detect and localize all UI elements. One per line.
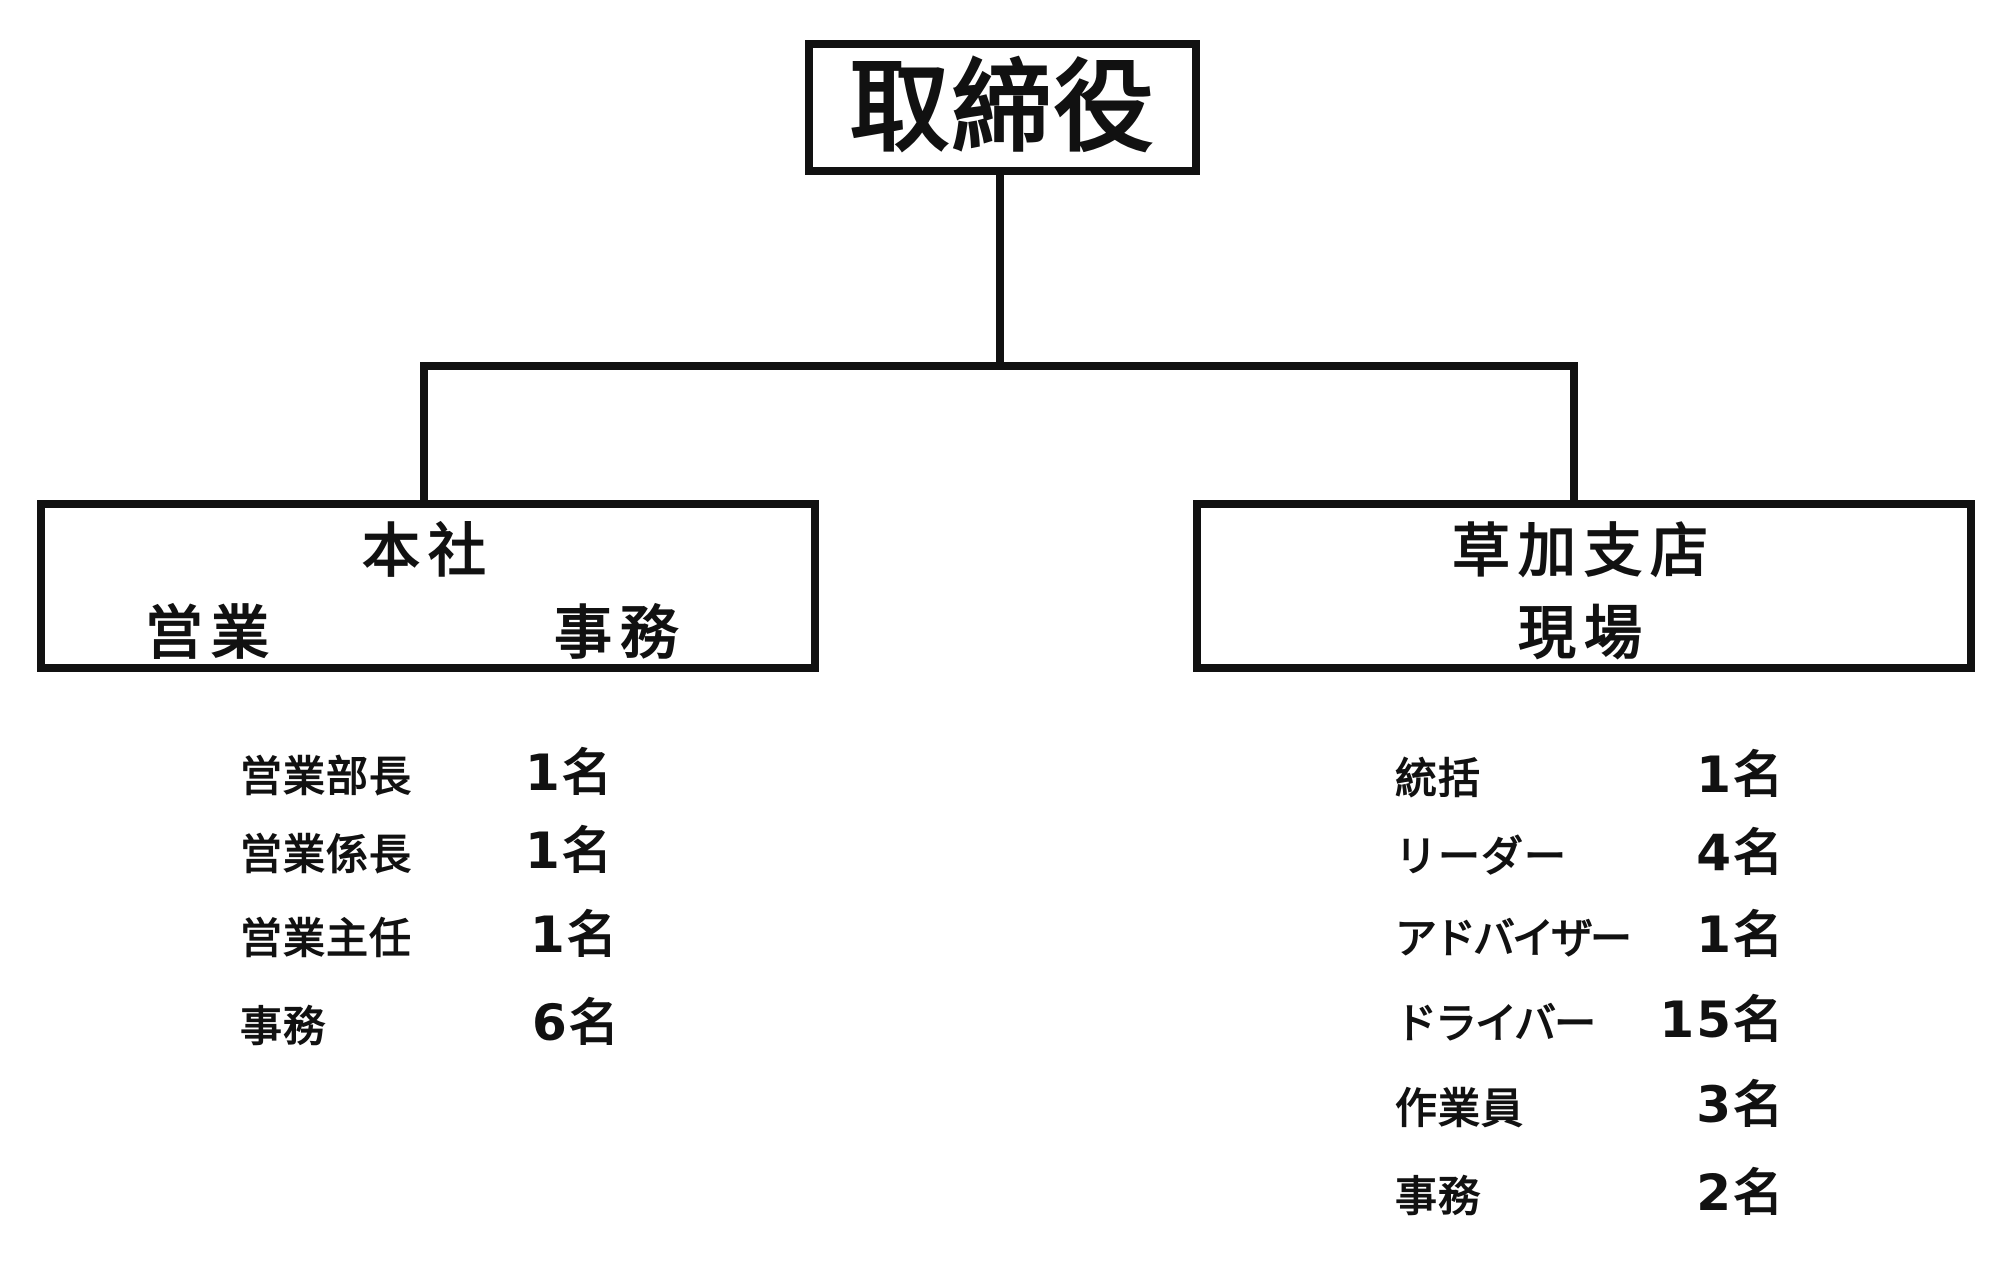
department-sales: 営業	[145, 599, 278, 667]
roster-count: 1名	[1696, 746, 1785, 804]
roster-row: リーダー 4名	[1395, 828, 1955, 898]
roster-role: 営業主任	[240, 914, 413, 963]
roster-count: 1名	[530, 906, 619, 964]
roster-row: 事務 2名	[1395, 1168, 1955, 1238]
roster-row: ドライバー 15名	[1395, 995, 1955, 1065]
roster-row: 事務 6名	[240, 998, 800, 1068]
roster-count: 3名	[1696, 1076, 1785, 1134]
roster-role: リーダー	[1395, 832, 1568, 881]
roster-row: 作業員 3名	[1395, 1080, 1955, 1150]
roster-row: アドバイザー 1名	[1395, 910, 1955, 980]
head-office-box: 本社 営業 事務	[37, 500, 819, 672]
roster-role: 事務	[240, 1002, 327, 1051]
roster-role: 作業員	[1395, 1084, 1525, 1133]
roster-role: 営業部長	[240, 752, 413, 801]
roster-count: 15名	[1659, 991, 1785, 1049]
roster-role: 営業係長	[240, 830, 413, 879]
roster-role: ドライバー	[1395, 999, 1596, 1048]
roster-role: 統括	[1395, 754, 1482, 803]
director-box: 取締役	[805, 40, 1200, 175]
department-field: 現場	[1517, 599, 1650, 667]
roster-count: 1名	[525, 822, 614, 880]
director-title: 取締役	[849, 48, 1156, 166]
roster-row: 営業係長 1名	[240, 826, 800, 896]
roster-count: 1名	[1696, 906, 1785, 964]
roster-role: 事務	[1395, 1172, 1482, 1221]
roster-count: 1名	[525, 744, 614, 802]
head-office-name: 本社	[361, 517, 494, 585]
roster-count: 4名	[1696, 824, 1785, 882]
head-office-departments: 営業 事務	[45, 604, 811, 668]
roster-count: 6名	[532, 994, 621, 1052]
department-office: 事務	[553, 599, 686, 667]
roster-row: 営業部長 1名	[240, 748, 800, 818]
roster-row: 統括 1名	[1395, 750, 1955, 820]
soka-branch-departments: 現場	[1201, 604, 1967, 668]
roster-count: 2名	[1696, 1164, 1785, 1222]
roster-row: 営業主任 1名	[240, 910, 800, 980]
soka-branch-box: 草加支店 現場	[1193, 500, 1975, 672]
roster-role: アドバイザー	[1395, 914, 1632, 963]
soka-branch-name: 草加支店	[1451, 517, 1716, 585]
